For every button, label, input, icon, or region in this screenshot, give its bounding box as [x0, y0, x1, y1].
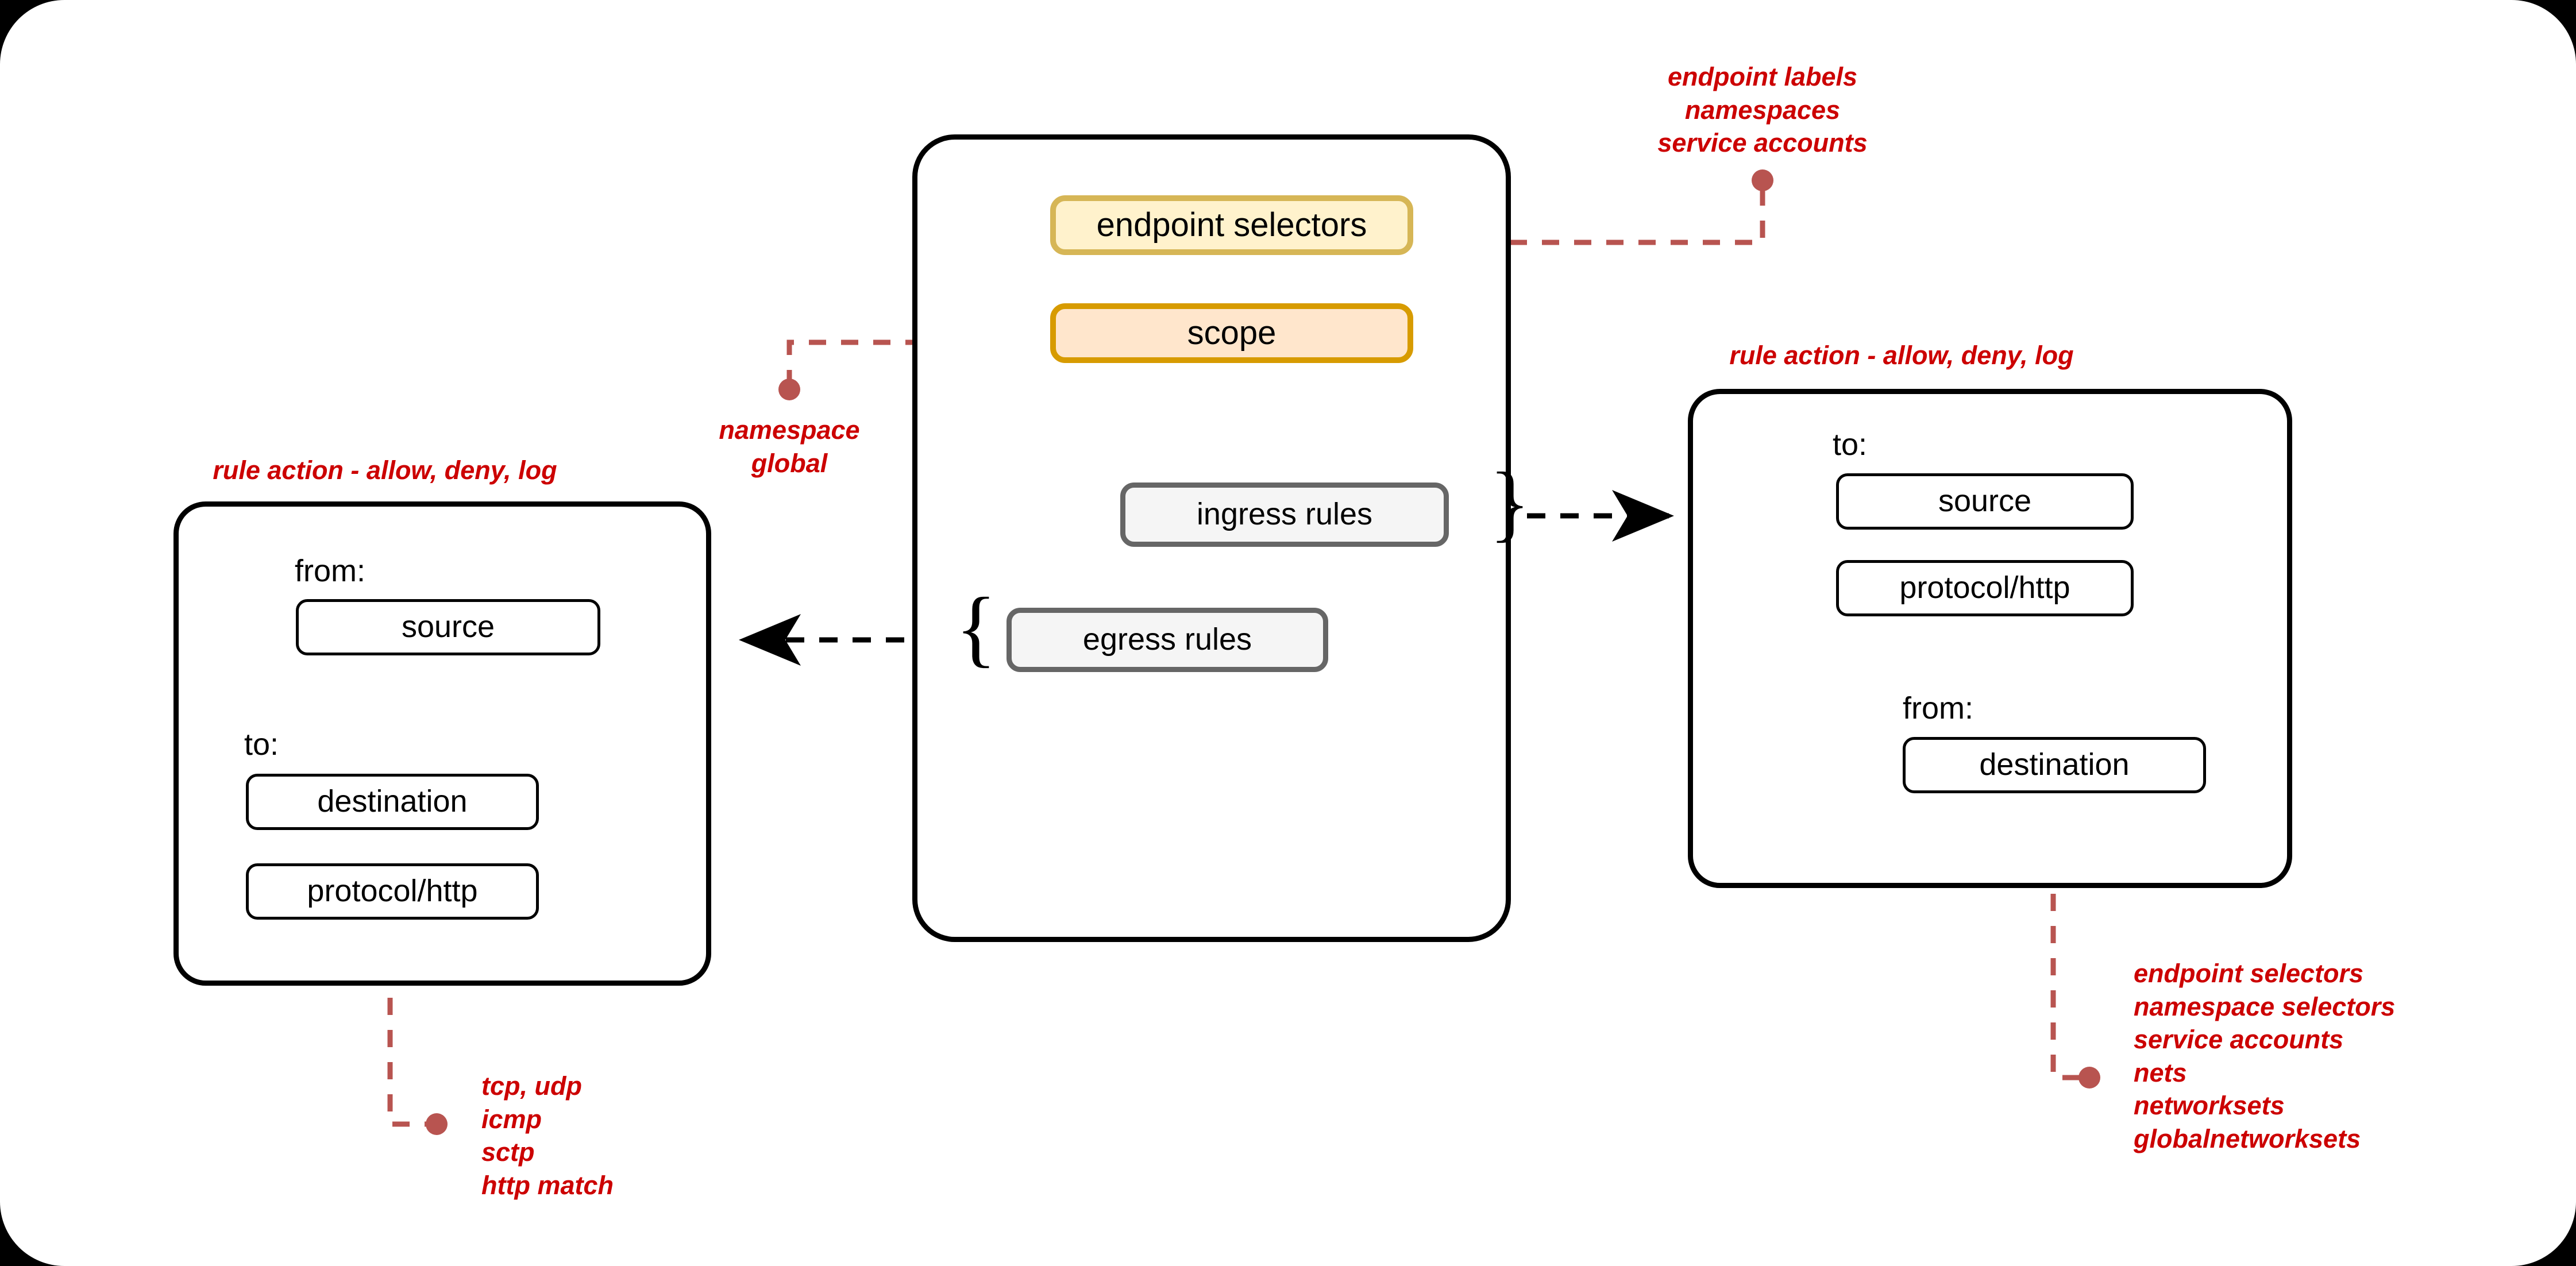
right-destination-box[interactable]: destination — [1903, 737, 2206, 793]
scope-box[interactable]: scope — [1050, 303, 1413, 363]
scope-note-line-0: namespace — [719, 415, 860, 445]
scope-label: scope — [1187, 314, 1277, 352]
left-rule-action-note-line-0: rule action - allow, deny, log — [213, 456, 557, 485]
scope-note: namespace global — [634, 414, 944, 480]
protocol-note-line-1: icmp — [481, 1104, 542, 1134]
endpoint-selectors-note-line-1: namespaces — [1684, 95, 1841, 125]
protocol-note-line-3: http match — [481, 1170, 614, 1200]
left-destination-box[interactable]: destination — [246, 774, 539, 830]
ingress-rules-box[interactable]: ingress rules — [1120, 483, 1449, 547]
protocol-note-line-0: tcp, udp — [481, 1071, 582, 1101]
right-rule-action-note: rule action - allow, deny, log — [1712, 339, 2091, 372]
egress-rules-label: egress rules — [1082, 622, 1252, 657]
right-from-label: from: — [1903, 691, 1974, 725]
destination-note-line-2: service accounts — [2134, 1025, 2344, 1055]
endpoint-selectors-note-line-2: service accounts — [1657, 128, 1868, 158]
destination-note-line-3: nets — [2134, 1057, 2187, 1087]
destination-note-line-1: namespace selectors — [2134, 991, 2396, 1021]
ingress-rules-label: ingress rules — [1196, 497, 1373, 532]
destination-note: endpoint selectors namespace selectors s… — [2134, 957, 2570, 1156]
right-protocol-box[interactable]: protocol/http — [1836, 560, 2134, 616]
endpoint-selectors-label: endpoint selectors — [1096, 206, 1367, 244]
left-destination-label: destination — [317, 784, 468, 819]
left-source-label: source — [401, 609, 495, 644]
egress-brace: { — [955, 580, 997, 676]
left-source-box[interactable]: source — [296, 599, 600, 655]
scope-note-line-1: global — [751, 448, 828, 478]
destination-note-line-4: networksets — [2134, 1091, 2285, 1121]
right-to-label: to: — [1833, 427, 1868, 462]
left-protocol-box[interactable]: protocol/http — [246, 863, 539, 920]
endpoint-selectors-note: endpoint labels namespaces service accou… — [1590, 60, 1935, 160]
destination-note-line-0: endpoint selectors — [2134, 959, 2364, 988]
destination-note-line-5: globalnetworksets — [2134, 1124, 2361, 1153]
right-destination-label: destination — [1979, 747, 2130, 782]
egress-rules-box[interactable]: egress rules — [1007, 608, 1328, 672]
ingress-brace: } — [1489, 455, 1530, 550]
right-rule-action-note-line-0: rule action - allow, deny, log — [1729, 341, 2074, 370]
left-rule-action-note: rule action - allow, deny, log — [195, 454, 574, 487]
ingress-rule-panel — [1688, 389, 2292, 888]
right-source-box[interactable]: source — [1836, 473, 2134, 530]
left-to-label: to: — [244, 727, 279, 762]
endpoint-selectors-box[interactable]: endpoint selectors — [1050, 195, 1413, 255]
right-source-label: source — [1938, 484, 2032, 519]
right-protocol-label: protocol/http — [1899, 570, 2070, 605]
left-protocol-label: protocol/http — [307, 874, 478, 909]
left-from-label: from: — [295, 554, 366, 588]
protocol-note-line-2: sctp — [481, 1137, 535, 1167]
protocol-note: tcp, udp icmp sctp http match — [481, 1070, 826, 1202]
endpoint-selectors-note-line-0: endpoint labels — [1667, 62, 1858, 91]
